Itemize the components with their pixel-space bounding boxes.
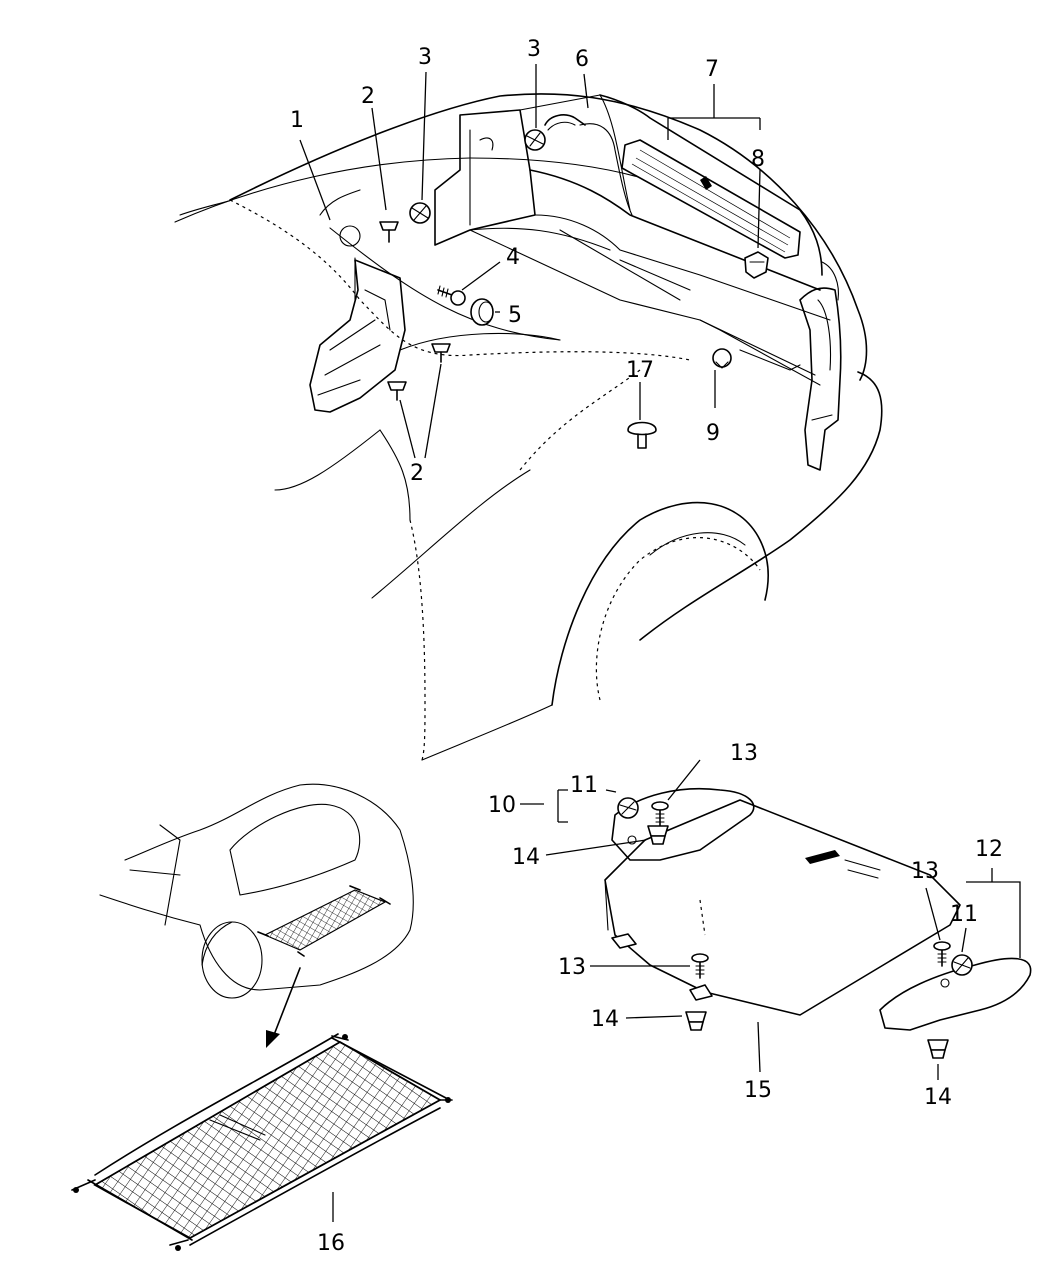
label-11-left: 11	[570, 773, 598, 798]
clip-part-8	[744, 251, 769, 279]
label-12: 12	[975, 837, 1003, 862]
rear-light-bar	[621, 139, 801, 259]
label-14-top: 14	[512, 845, 540, 870]
label-2-bottom: 2	[410, 461, 424, 486]
floor-board-part-15	[604, 799, 961, 1016]
screw-part-13-top	[651, 801, 669, 827]
push-pin-part-2-low	[387, 381, 407, 401]
callout-labels: 1 2 3 3 6 7 8 4 5 2 17 9 13 11 10 14 12 …	[290, 37, 1003, 1256]
car-body-outline	[174, 93, 883, 761]
label-14-bottom: 14	[924, 1085, 952, 1110]
clip-part-3-right	[524, 129, 546, 151]
label-15: 15	[744, 1078, 772, 1103]
label-11-right: 11	[950, 902, 978, 927]
screw-part-13-right	[933, 941, 951, 967]
label-2-top: 2	[361, 84, 375, 109]
bracket-part-10	[611, 787, 755, 861]
label-14-mid: 14	[591, 1007, 619, 1032]
push-pin-part-2-mid	[431, 343, 451, 363]
label-7: 7	[705, 57, 719, 82]
clip-part-11-left	[617, 797, 639, 819]
label-3-right: 3	[527, 37, 541, 62]
screw-part-13-mid	[691, 953, 709, 979]
clip-part-17	[627, 421, 657, 449]
car-thumbnail	[99, 783, 414, 999]
label-17: 17	[626, 358, 654, 383]
arrow-to-net	[266, 967, 301, 1048]
bracket-part-12	[879, 957, 1032, 1031]
label-10: 10	[488, 793, 516, 818]
cargo-net-part-16	[71, 1033, 453, 1251]
clip-part-14-bottom	[927, 1039, 949, 1059]
clip-part-14-mid	[685, 1011, 707, 1031]
label-16: 16	[317, 1231, 345, 1256]
clip-part-11-right	[951, 954, 973, 976]
label-6: 6	[575, 47, 589, 72]
clip-part-9	[712, 348, 732, 369]
label-5: 5	[508, 303, 522, 328]
bolt-part-4	[437, 285, 466, 306]
trunk-interior	[309, 94, 842, 471]
label-8: 8	[751, 147, 765, 172]
label-9: 9	[706, 421, 720, 446]
label-13-mid: 13	[558, 955, 586, 980]
leader-lines	[299, 64, 1021, 1222]
clip-part-14-top	[647, 825, 669, 845]
label-13-right: 13	[911, 859, 939, 884]
label-3-left: 3	[418, 45, 432, 70]
grommet-part-5	[470, 298, 494, 326]
label-1: 1	[290, 108, 304, 133]
label-4: 4	[506, 245, 520, 270]
fastener-part-6	[544, 114, 586, 131]
clip-part-3-left	[409, 202, 431, 224]
push-pin-part-2-top	[379, 221, 399, 243]
label-13-top: 13	[730, 741, 758, 766]
